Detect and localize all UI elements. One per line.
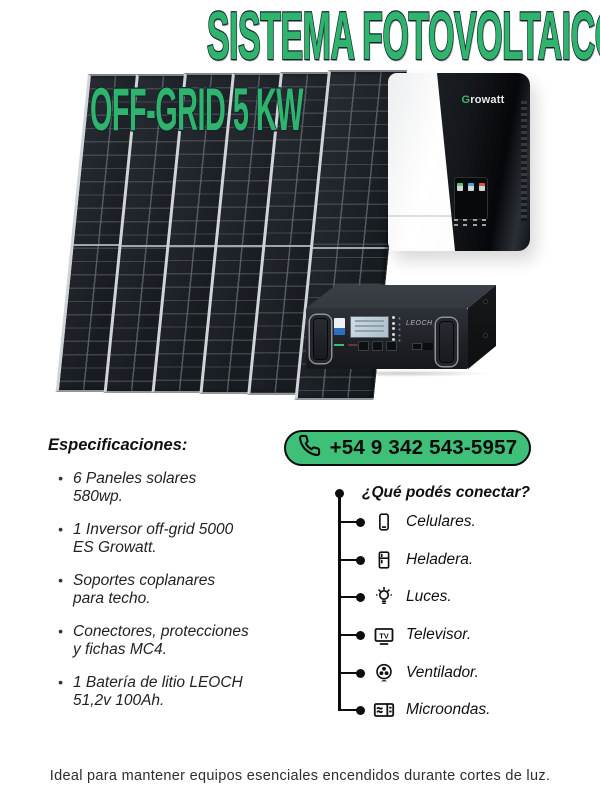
battery-sticker	[334, 318, 345, 335]
battery-buttons	[358, 341, 397, 351]
tree-branch-line	[338, 595, 357, 599]
connect-label: Luces.	[406, 588, 452, 605]
fridge-icon	[372, 548, 396, 572]
battery-ports	[412, 343, 422, 350]
battery-shadow	[312, 370, 492, 377]
battery-run-led	[334, 344, 344, 346]
phone-badge[interactable]: +54 9 342 543-5957	[284, 430, 531, 466]
battery-top-face	[306, 285, 496, 308]
phone-icon	[298, 434, 321, 462]
smartphone-icon	[372, 510, 396, 534]
growatt-logo: Growatt	[461, 94, 505, 106]
tree-node-dot	[356, 705, 365, 715]
battery-front-face: LEOCH	[306, 308, 468, 369]
connect-label: Microondas.	[406, 701, 491, 718]
connect-row: Celulares.	[338, 510, 476, 534]
tv-icon: TV	[372, 623, 396, 647]
tree-node-dot	[356, 517, 365, 527]
tree-trunk-line	[338, 494, 341, 711]
battery-lcd	[350, 316, 389, 338]
spec-item: 1 Batería de litio LEOCH 51,2v 100Ah.	[58, 674, 283, 709]
specs-list: 6 Paneles solares 580wp. 1 Inversor off-…	[48, 470, 283, 709]
connect-heading: ¿Qué podés conectar?	[362, 484, 530, 501]
inverter-body: Growatt	[388, 73, 530, 251]
specs-section: Especificaciones: 6 Paneles solares 580w…	[48, 436, 283, 725]
tree-node-dot	[356, 592, 365, 602]
main-title-line1: SISTEMA FOTOVOLTAICO	[206, 0, 600, 74]
tree-node-dot	[356, 555, 365, 565]
main-title-line2: OFF-GRID 5 KW	[89, 76, 304, 143]
connect-row: TV Televisor.	[338, 623, 471, 647]
inverter-seam	[388, 215, 460, 217]
footer-text: Ideal para mantener equipos esenciales e…	[49, 768, 551, 784]
leoch-logo: LEOCH	[406, 320, 433, 327]
battery-handle-right	[436, 318, 457, 366]
tree-node-dot	[356, 630, 365, 640]
tree-branch-line	[338, 708, 357, 712]
bulb-icon	[372, 585, 396, 609]
tree-node-dot	[356, 668, 365, 678]
inverter-front-strip	[437, 73, 530, 251]
tree-branch-line	[338, 558, 357, 562]
tree-branch-line	[338, 633, 357, 637]
svg-text:TV: TV	[379, 631, 389, 640]
tree-branch-line	[338, 520, 357, 524]
connect-label: Ventilador.	[406, 664, 479, 681]
spec-item: 1 Inversor off-grid 5000 ES Growatt.	[58, 521, 283, 556]
battery-handle-left	[310, 315, 331, 363]
connect-label: Heladera.	[406, 551, 474, 568]
connect-row: Luces.	[338, 585, 452, 609]
connect-row: Microondas.	[338, 698, 490, 722]
leoch-battery: LEOCH	[298, 272, 502, 377]
spec-item: Soportes coplanares para techo.	[58, 572, 283, 607]
inverter-display	[454, 177, 488, 220]
connect-row: Ventilador.	[338, 661, 479, 685]
tree-branch-line	[338, 671, 357, 675]
growatt-inverter: Growatt	[388, 73, 530, 251]
tree-root-dot	[335, 489, 344, 498]
specs-heading: Especificaciones:	[48, 436, 188, 454]
battery-led-column	[392, 316, 395, 344]
fan-icon	[372, 661, 396, 685]
connect-row: Heladera.	[338, 548, 473, 572]
inverter-vent	[521, 101, 527, 221]
connect-label: Celulares.	[406, 513, 476, 530]
spec-item: 6 Paneles solares 580wp.	[58, 470, 283, 505]
spec-item: Conectores, protecciones y fichas MC4.	[58, 623, 283, 658]
connect-label: Televisor.	[406, 626, 472, 643]
microwave-icon	[372, 698, 396, 722]
inverter-indicator-dots	[454, 219, 488, 226]
phone-number: +54 9 342 543-5957	[329, 436, 518, 459]
